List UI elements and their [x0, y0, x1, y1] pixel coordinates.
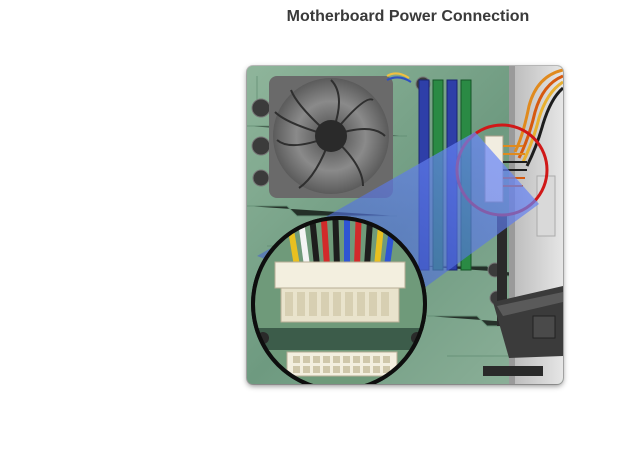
magnified-connector-callout: [251, 216, 427, 384]
motherboard-illustration: [247, 66, 563, 384]
motherboard-photo: [247, 66, 563, 384]
psu-cable-bundle: [513, 68, 563, 167]
expansion-slot: [483, 216, 543, 376]
hard-drive: [493, 286, 563, 358]
page-title: Motherboard Power Connection: [286, 8, 530, 25]
cpu-fan: [269, 72, 412, 198]
